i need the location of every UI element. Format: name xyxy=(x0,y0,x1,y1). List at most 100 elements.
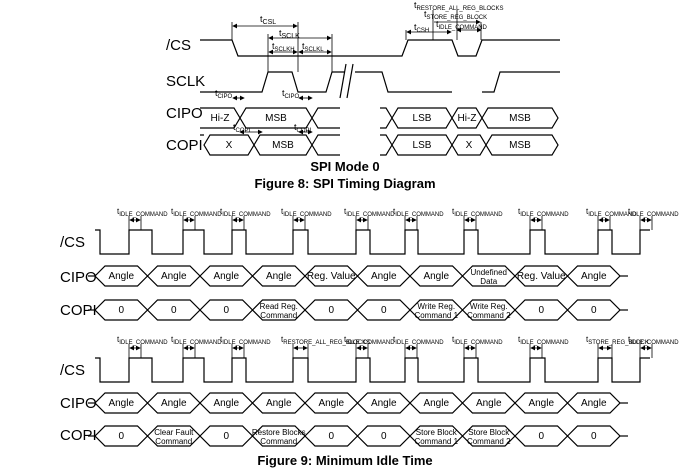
copi-cell-text: 0 xyxy=(591,305,597,316)
fig8-label-cipo: CIPO xyxy=(166,105,203,122)
copi-cell-text: 0 xyxy=(223,305,229,316)
fig8-label-sclk: SCLK xyxy=(166,73,205,90)
cipo-cell-text: Angle xyxy=(266,271,292,282)
idle-label: tIDLE_COMMAND xyxy=(344,207,395,218)
idle-label: tIDLE_COMMAND xyxy=(220,207,271,218)
idle-label: tIDLE_COMMAND xyxy=(220,335,271,346)
copi-cell-text: 0 xyxy=(538,305,544,316)
cipo-cell-text: Angle xyxy=(371,398,397,409)
cs-wave xyxy=(95,357,650,383)
fig9-top-label-cs: /CS xyxy=(60,234,85,251)
cipo-cell-text: Angle xyxy=(423,271,449,282)
cipo-cell-text: Angle xyxy=(476,398,502,409)
cs-wave xyxy=(95,229,650,255)
fig8-copi-cell: X xyxy=(226,140,233,151)
fig8-copi-cell: MSB xyxy=(509,140,531,151)
t-sclk-label: tSCLK xyxy=(279,28,300,40)
idle-label: tIDLE_COMMAND xyxy=(281,207,332,218)
idle-label: tIDLE_COMMAND xyxy=(586,207,637,218)
cipo-cell-text: Angle xyxy=(108,398,134,409)
idle-label: tIDLE_COMMAND xyxy=(117,335,168,346)
fig9-bottom-label-copi: COPI xyxy=(60,427,97,444)
cipo-cell-text: Angle xyxy=(213,271,239,282)
idle-label: tIDLE_COMMAND xyxy=(628,207,679,218)
fig8-subtitle: SPI Mode 0 xyxy=(310,159,379,174)
cipo-cell-text: Angle xyxy=(581,271,607,282)
fig8-cipo-cell: MSB xyxy=(509,113,531,124)
idle-label: tIDLE_COMMAND xyxy=(518,207,569,218)
fig8-break-marks xyxy=(339,63,354,99)
fig9-top-group: /CS CIPO COPI Angle Angle Angle Angle Reg. V… xyxy=(60,207,679,321)
idle-label: tRESTORE_ALL_REG_BLOCKS xyxy=(281,335,370,346)
fig8-sclk-wave xyxy=(200,71,560,93)
cipo-cell-text: Angle xyxy=(161,271,187,282)
cipo-cell-text: Angle xyxy=(371,271,397,282)
copi-cell-text: 0 xyxy=(223,431,229,442)
copi-cell-text: 0 xyxy=(328,305,334,316)
cipo-cell-text: Angle xyxy=(213,398,239,409)
idle-label: tIDLE_COMMAND xyxy=(452,335,503,346)
cipo-cell-text: Angle xyxy=(423,398,449,409)
fig9-bottom-label-cs: /CS xyxy=(60,362,85,379)
fig9-top-label-cipo: CIPO xyxy=(60,269,97,286)
copi-cell-text: Write Reg.Command 2 xyxy=(467,302,511,320)
t-cipo-label: tCIPO xyxy=(215,88,233,100)
cipo-cell-text: Angle xyxy=(318,398,344,409)
cipo-cell-text: Angle xyxy=(161,398,187,409)
figure-8: /CS SCLK CIPO COPI Hi-Z MSB LSB Hi-Z MSB xyxy=(166,0,560,191)
fig8-copi-cell: MSB xyxy=(272,140,294,151)
fig8-caption: Figure 8: SPI Timing Diagram xyxy=(254,176,435,191)
t-copi-label: tCOPI xyxy=(233,122,251,134)
copi-cell-text: 0 xyxy=(591,431,597,442)
copi-cell-text: 0 xyxy=(328,431,334,442)
fig8-cipo-cell: Hi-Z xyxy=(211,113,230,124)
fig8-label-cs: /CS xyxy=(166,37,191,54)
t-csh-label: tCSH xyxy=(414,22,429,34)
copi-cell-text: Read Reg.Command xyxy=(260,302,298,320)
idle-label: tIDLE_COMMAND xyxy=(117,207,168,218)
copi-cell-text: 0 xyxy=(538,431,544,442)
fig8-copi-bus xyxy=(200,134,559,156)
fig8-cipo-cell: Hi-Z xyxy=(458,113,477,124)
fig8-timing-annotations xyxy=(231,10,482,135)
cipo-cell-text: Angle xyxy=(266,398,292,409)
fig8-cipo-cell: LSB xyxy=(413,113,432,124)
copi-cell-text: 0 xyxy=(381,431,387,442)
idle-label: tIDLE_COMMAND xyxy=(393,207,444,218)
t-sclkh-label: tSCLKH xyxy=(272,41,295,53)
idle-label: tIDLE_COMMAND xyxy=(393,335,444,346)
fig9-bottom-label-cipo: CIPO xyxy=(60,395,97,412)
t-restore-label: tRESTORE_ALL_REG_BLOCKS xyxy=(414,0,503,12)
cipo-cell-text: Angle xyxy=(581,398,607,409)
copi-cell-text: 0 xyxy=(118,431,124,442)
t-sclkl-label: tSCLKL xyxy=(302,41,324,53)
fig8-copi-cell: LSB xyxy=(413,140,432,151)
copi-cell-text: Write Reg.Command 1 xyxy=(414,302,458,320)
cipo-cell-text: Angle xyxy=(108,271,134,282)
fig8-copi-cell: X xyxy=(466,140,473,151)
idle-label: tSTORE_REG_BLOCK xyxy=(586,335,649,346)
idle-label: tIDLE_COMMAND xyxy=(518,335,569,346)
cipo-cell-text: Reg. Value xyxy=(517,271,566,282)
idle-label: tIDLE_COMMAND xyxy=(171,207,222,218)
cipo-cell-text: Angle xyxy=(528,398,554,409)
idle-label: tIDLE_COMMAND xyxy=(628,335,679,346)
copi-cell-text: 0 xyxy=(118,305,124,316)
fig9-caption: Figure 9: Minimum Idle Time xyxy=(257,453,432,468)
copi-cell-text: 0 xyxy=(381,305,387,316)
t-csl-label: tCSL xyxy=(260,14,276,26)
idle-label: tIDLE_COMMAND xyxy=(344,335,395,346)
idle-label: tIDLE_COMMAND xyxy=(171,335,222,346)
fig9-top-label-copi: COPI xyxy=(60,302,97,319)
fig8-cipo-bus xyxy=(200,107,559,129)
copi-cell-text: 0 xyxy=(171,305,177,316)
fig8-label-copi: COPI xyxy=(166,137,203,154)
fig8-cipo-cell: MSB xyxy=(265,113,287,124)
